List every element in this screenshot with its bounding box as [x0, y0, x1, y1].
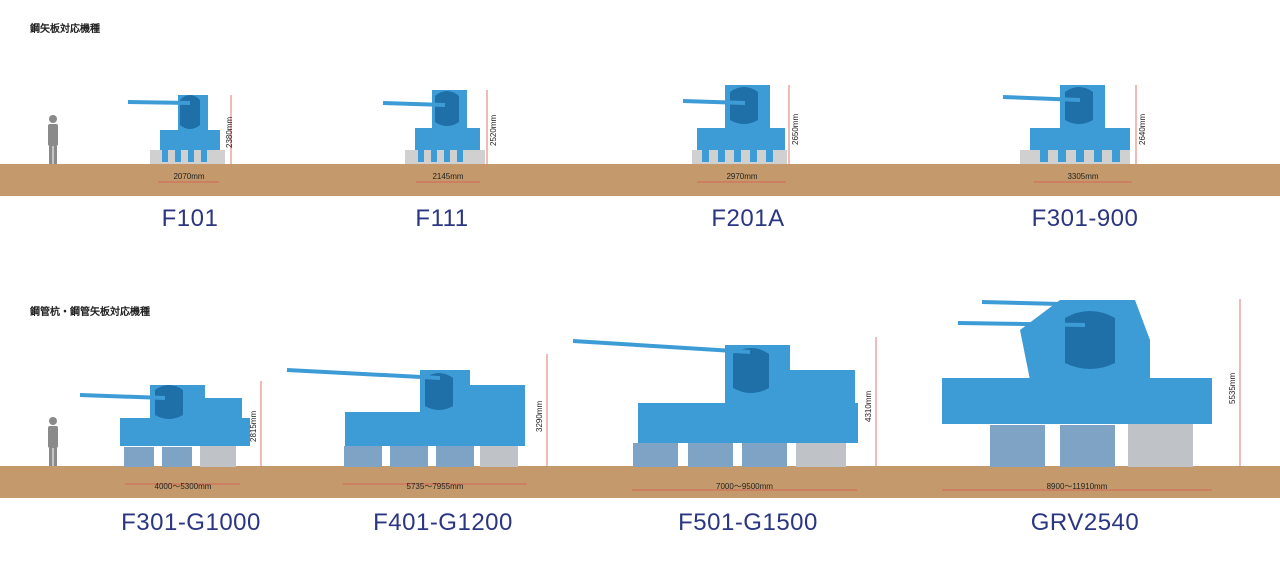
width-label-f301-g1000: 4000～5300mm	[154, 482, 212, 491]
machine-f201a	[682, 85, 790, 183]
machine-f111	[382, 90, 488, 183]
height-label-f101: 2380mm	[225, 116, 234, 148]
ground-row-1	[0, 164, 1280, 196]
machine-f401-g1200	[286, 354, 548, 485]
width-label-f101: 2070mm	[173, 172, 205, 181]
width-label-f501-g1500: 7000～9500mm	[716, 482, 773, 491]
model-name-f201a: F201A	[711, 205, 785, 232]
machine-f501-g1500	[572, 337, 877, 491]
height-label-f501-g1500: 4310mm	[864, 390, 873, 422]
height-label-f301-g1000: 2815mm	[249, 410, 258, 442]
width-label-f111: 2145mm	[432, 172, 464, 181]
height-label-f111: 2520mm	[489, 114, 498, 146]
model-name-f111: F111	[415, 205, 469, 232]
model-name-f501-g1500: F501-G1500	[678, 509, 818, 536]
height-label-grv2540: 5535mm	[1228, 372, 1237, 404]
height-label-f301-900: 2640mm	[1138, 113, 1147, 145]
person-silhouette-2	[48, 417, 58, 466]
machine-f301-g1000	[79, 381, 262, 485]
width-label-f301-900: 3305mm	[1067, 172, 1099, 181]
height-label-f201a: 2650mm	[791, 113, 800, 145]
width-label-f201a: 2970mm	[726, 172, 758, 181]
width-label-grv2540: 8900～11910mm	[1046, 482, 1108, 491]
width-label-f401-g1200: 5735～7955mm	[406, 482, 464, 491]
machine-grv2540	[942, 299, 1241, 491]
model-name-f301-900: F301-900	[1031, 205, 1139, 232]
model-name-f301-g1000: F301-G1000	[121, 509, 261, 536]
model-name-f401-g1200: F401-G1200	[373, 509, 513, 536]
pipe-pile-section-title: 鋼管杭・鋼管矢板対応機種	[30, 307, 150, 318]
ground-row-2	[0, 466, 1280, 498]
height-label-f401-g1200: 3290mm	[535, 400, 544, 432]
person-silhouette-1	[48, 115, 58, 164]
machine-f101	[127, 95, 232, 183]
model-name-grv2540: GRV2540	[1030, 509, 1140, 536]
model-name-f101: F101	[161, 205, 219, 232]
machine-f301-900	[1002, 85, 1137, 183]
sheet-pile-section-title: 鋼矢板対応機種	[30, 24, 100, 35]
